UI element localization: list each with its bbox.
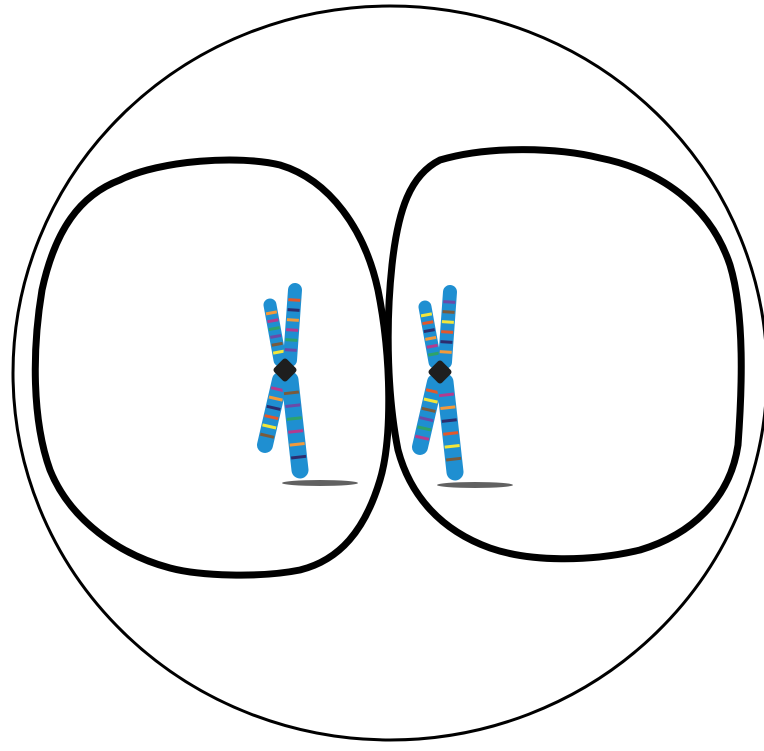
chromosome-band <box>442 420 457 422</box>
chromosome-band <box>441 332 453 333</box>
chromosome-band <box>440 407 455 409</box>
chromatid-arm <box>284 380 306 470</box>
chromosome-band <box>442 322 454 323</box>
right-chromosome <box>415 292 513 488</box>
chromosome-band <box>425 337 436 339</box>
chromatid-arm <box>439 382 461 472</box>
chromosome-band <box>439 394 454 396</box>
chromosome-band <box>285 340 297 341</box>
chromosome-band <box>285 405 300 407</box>
chromosome-band <box>428 353 439 355</box>
chromosome-band <box>443 433 458 435</box>
chromosome-band <box>288 310 300 311</box>
chromosome-band <box>440 342 452 343</box>
chromosome-band <box>443 312 455 313</box>
chromatid-arm <box>260 380 284 445</box>
chromosome-band <box>273 351 284 353</box>
chromosome-band <box>288 431 303 433</box>
left-chromosome <box>260 290 358 486</box>
chromosome-band <box>288 300 300 301</box>
chromosome-band <box>290 443 305 445</box>
chromosome-band <box>287 418 302 420</box>
chromosome-band <box>421 314 432 316</box>
chromatid-arm <box>421 307 439 362</box>
chromosome-band <box>286 330 298 331</box>
chromosome-band <box>440 352 452 353</box>
chromosome-band <box>424 330 435 332</box>
chromosome-band <box>269 328 280 330</box>
chromosome-band <box>445 445 460 447</box>
chromosome-band <box>427 345 438 347</box>
chromosome-shadow <box>282 480 358 486</box>
chromosome-band <box>446 458 461 460</box>
chromosome-band <box>272 343 283 345</box>
chromosome-band <box>266 312 277 314</box>
chromatid-arm <box>415 382 439 447</box>
chromosome-band <box>443 302 455 303</box>
chromatid-arm <box>440 292 456 362</box>
chromosome-band <box>287 320 299 321</box>
chromosome-band <box>422 322 433 324</box>
chromosome-band <box>285 350 297 351</box>
chromatid-arm <box>285 290 301 360</box>
chromosome-band <box>270 335 281 337</box>
chromatid-arm <box>266 305 284 360</box>
chromosome-band <box>267 320 278 322</box>
chromosome-band <box>284 392 299 394</box>
chromosome-shadow <box>437 482 513 488</box>
left-nucleus <box>35 160 388 575</box>
chromosome-band <box>291 456 306 458</box>
